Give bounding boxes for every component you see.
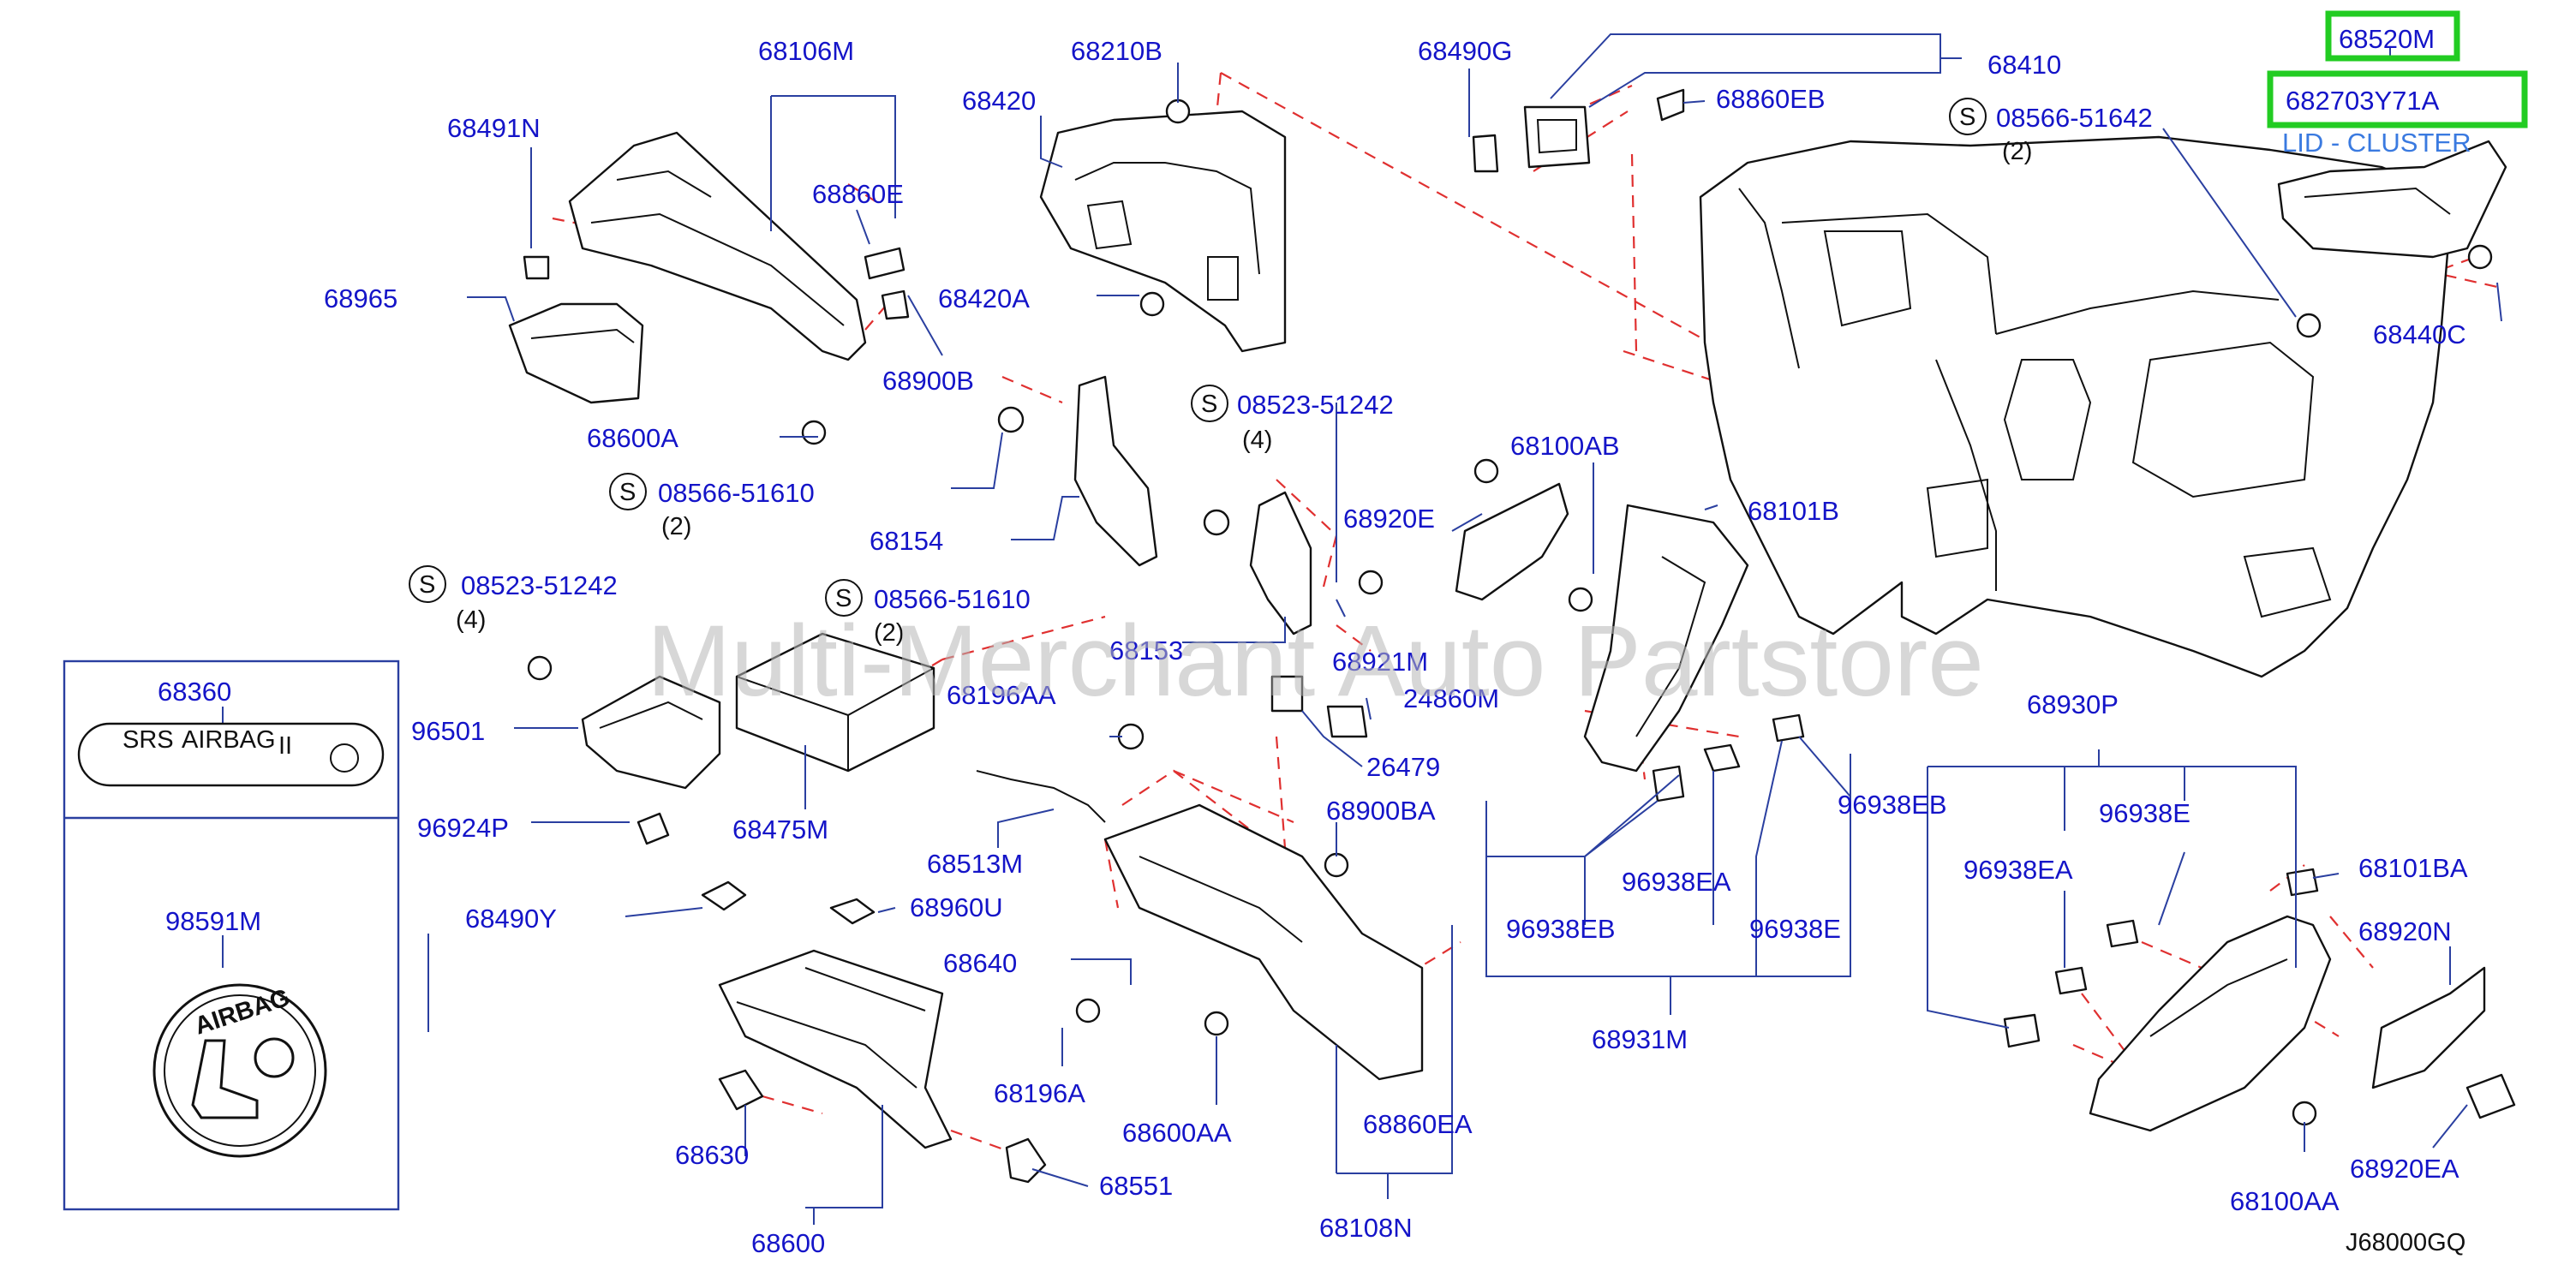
- callout-68100AA[interactable]: 68100AA: [2230, 1186, 2340, 1216]
- callout-68106M[interactable]: 68106M: [758, 36, 854, 66]
- callout-96938EB-right[interactable]: 96938EB: [1838, 790, 1947, 820]
- callout-labels: 68106M 68491N 68965 68860E 68420A 68900B…: [158, 24, 2471, 1258]
- screw-part-s4[interactable]: 08523-51242: [461, 570, 618, 600]
- screw-qty-s2: (4): [1242, 427, 1272, 454]
- callout-68420A[interactable]: 68420A: [938, 283, 1030, 313]
- callout-68930P[interactable]: 68930P: [2027, 689, 2119, 719]
- screw-part-s5[interactable]: 08566-51610: [874, 584, 1031, 614]
- callout-68965[interactable]: 68965: [324, 283, 397, 313]
- reference-box: SRS AIRBAG II AIRBAG: [63, 659, 400, 1211]
- plate-mark-text: II: [278, 732, 292, 760]
- callout-68410[interactable]: 68410: [1987, 50, 2061, 80]
- callout-26479[interactable]: 26479: [1366, 752, 1440, 782]
- callout-68600[interactable]: 68600: [751, 1228, 825, 1258]
- plate-srs-text: SRS: [123, 726, 174, 754]
- screw-qty-s3: (2): [661, 513, 691, 540]
- screw-part-s3[interactable]: 08566-51610: [658, 478, 815, 508]
- screw-qty-s4: (4): [456, 606, 486, 634]
- callout-24860M[interactable]: 24860M: [1403, 683, 1499, 713]
- screw-symbol-circle: [409, 565, 446, 603]
- callout-68491N[interactable]: 68491N: [447, 113, 541, 143]
- callout-68860EB[interactable]: 68860EB: [1716, 84, 1826, 114]
- plate-occupant-icon: [330, 743, 359, 773]
- screw-symbol-circle: [609, 473, 647, 510]
- screw-part-s2[interactable]: 08523-51242: [1237, 390, 1394, 420]
- instrument-panel-shape: [1699, 135, 2452, 678]
- callout-68900B[interactable]: 68900B: [882, 366, 974, 396]
- callout-68154[interactable]: 68154: [870, 526, 943, 556]
- highlight-box-682703Y71A: [2267, 70, 2528, 128]
- highlight-box-68520M: [2325, 10, 2460, 62]
- part-description: LID - CLUSTER: [2282, 128, 2471, 158]
- callout-96938EB-centre[interactable]: 96938EB: [1506, 914, 1616, 944]
- srs-airbag-label-plate: [77, 722, 385, 787]
- emblem-seat-icon: [191, 1039, 259, 1119]
- callout-68108N[interactable]: 68108N: [1319, 1213, 1413, 1243]
- callout-68931M[interactable]: 68931M: [1592, 1024, 1688, 1054]
- plate-airbag-text: AIRBAG: [182, 726, 276, 754]
- callout-68860E[interactable]: 68860E: [812, 179, 904, 209]
- screw-symbol-circle: [1949, 98, 1987, 135]
- callout-96938E-centre[interactable]: 96938E: [1749, 914, 1841, 944]
- callout-68101B[interactable]: 68101B: [1748, 496, 1839, 526]
- callout-96938EA-right[interactable]: 96938EA: [1963, 855, 2073, 885]
- callout-68900BA[interactable]: 68900BA: [1326, 796, 1436, 826]
- screw-symbol-s2: S: [1201, 391, 1217, 418]
- callout-68600A[interactable]: 68600A: [587, 423, 678, 453]
- callout-96924P[interactable]: 96924P: [417, 813, 509, 843]
- callout-68490G[interactable]: 68490G: [1418, 36, 1512, 66]
- callout-68210B[interactable]: 68210B: [1071, 36, 1162, 66]
- callout-68640[interactable]: 68640: [943, 948, 1017, 978]
- callout-68196AA[interactable]: 68196AA: [947, 680, 1056, 710]
- callout-98591M[interactable]: 98591M: [165, 906, 261, 936]
- highlight-boxes: [2267, 10, 2528, 128]
- screw-symbol-s3: S: [619, 479, 636, 506]
- callout-68921M[interactable]: 68921M: [1332, 647, 1428, 677]
- screw-symbol-circle: [1191, 385, 1228, 422]
- callout-68490Y[interactable]: 68490Y: [465, 904, 557, 934]
- part-shapes: [508, 88, 2516, 1184]
- callout-96938E-right[interactable]: 96938E: [2099, 798, 2190, 828]
- screw-symbols: [409, 98, 1987, 617]
- screw-part-s1[interactable]: 08566-51642: [1996, 103, 2153, 133]
- callout-68360[interactable]: 68360: [158, 677, 231, 707]
- callout-68551[interactable]: 68551: [1099, 1171, 1173, 1201]
- watermark-text: Multi-Merchant Auto Partstore: [647, 605, 1984, 718]
- callout-68196A[interactable]: 68196A: [994, 1078, 1085, 1108]
- callout-96501[interactable]: 96501: [411, 716, 485, 746]
- callout-682703Y71A[interactable]: 682703Y71A: [2286, 86, 2440, 116]
- screw-qty-s1: (2): [2002, 138, 2032, 165]
- screw-symbol-s4: S: [419, 571, 435, 599]
- callout-68100AB[interactable]: 68100AB: [1510, 431, 1620, 461]
- callout-68101BA[interactable]: 68101BA: [2358, 853, 2468, 883]
- screw-symbol-circle: [825, 579, 863, 617]
- leader-lines: [427, 33, 2502, 1225]
- callout-68630[interactable]: 68630: [675, 1140, 749, 1170]
- screw-qty-s5: (2): [874, 619, 904, 647]
- callout-68440C[interactable]: 68440C: [2373, 319, 2466, 349]
- callout-68513M[interactable]: 68513M: [927, 849, 1023, 879]
- callout-68920N[interactable]: 68920N: [2358, 916, 2452, 946]
- callout-96938EA-centre[interactable]: 96938EA: [1622, 867, 1731, 897]
- callout-68920EA[interactable]: 68920EA: [2350, 1154, 2459, 1184]
- callout-68153[interactable]: 68153: [1109, 636, 1183, 665]
- callout-68920E[interactable]: 68920E: [1343, 504, 1435, 534]
- screw-symbol-s5: S: [835, 585, 852, 612]
- callout-68475M[interactable]: 68475M: [732, 815, 828, 844]
- callout-68600AA[interactable]: 68600AA: [1122, 1118, 1232, 1148]
- callout-68860EA[interactable]: 68860EA: [1363, 1109, 1473, 1139]
- callout-68520M[interactable]: 68520M: [2339, 24, 2435, 54]
- callout-68420[interactable]: 68420: [962, 86, 1036, 116]
- diagram-code: J68000GQ: [2346, 1229, 2465, 1256]
- callout-68960U[interactable]: 68960U: [910, 892, 1003, 922]
- emblem-bag-icon: [254, 1037, 295, 1078]
- screw-symbol-s1: S: [1959, 104, 1975, 131]
